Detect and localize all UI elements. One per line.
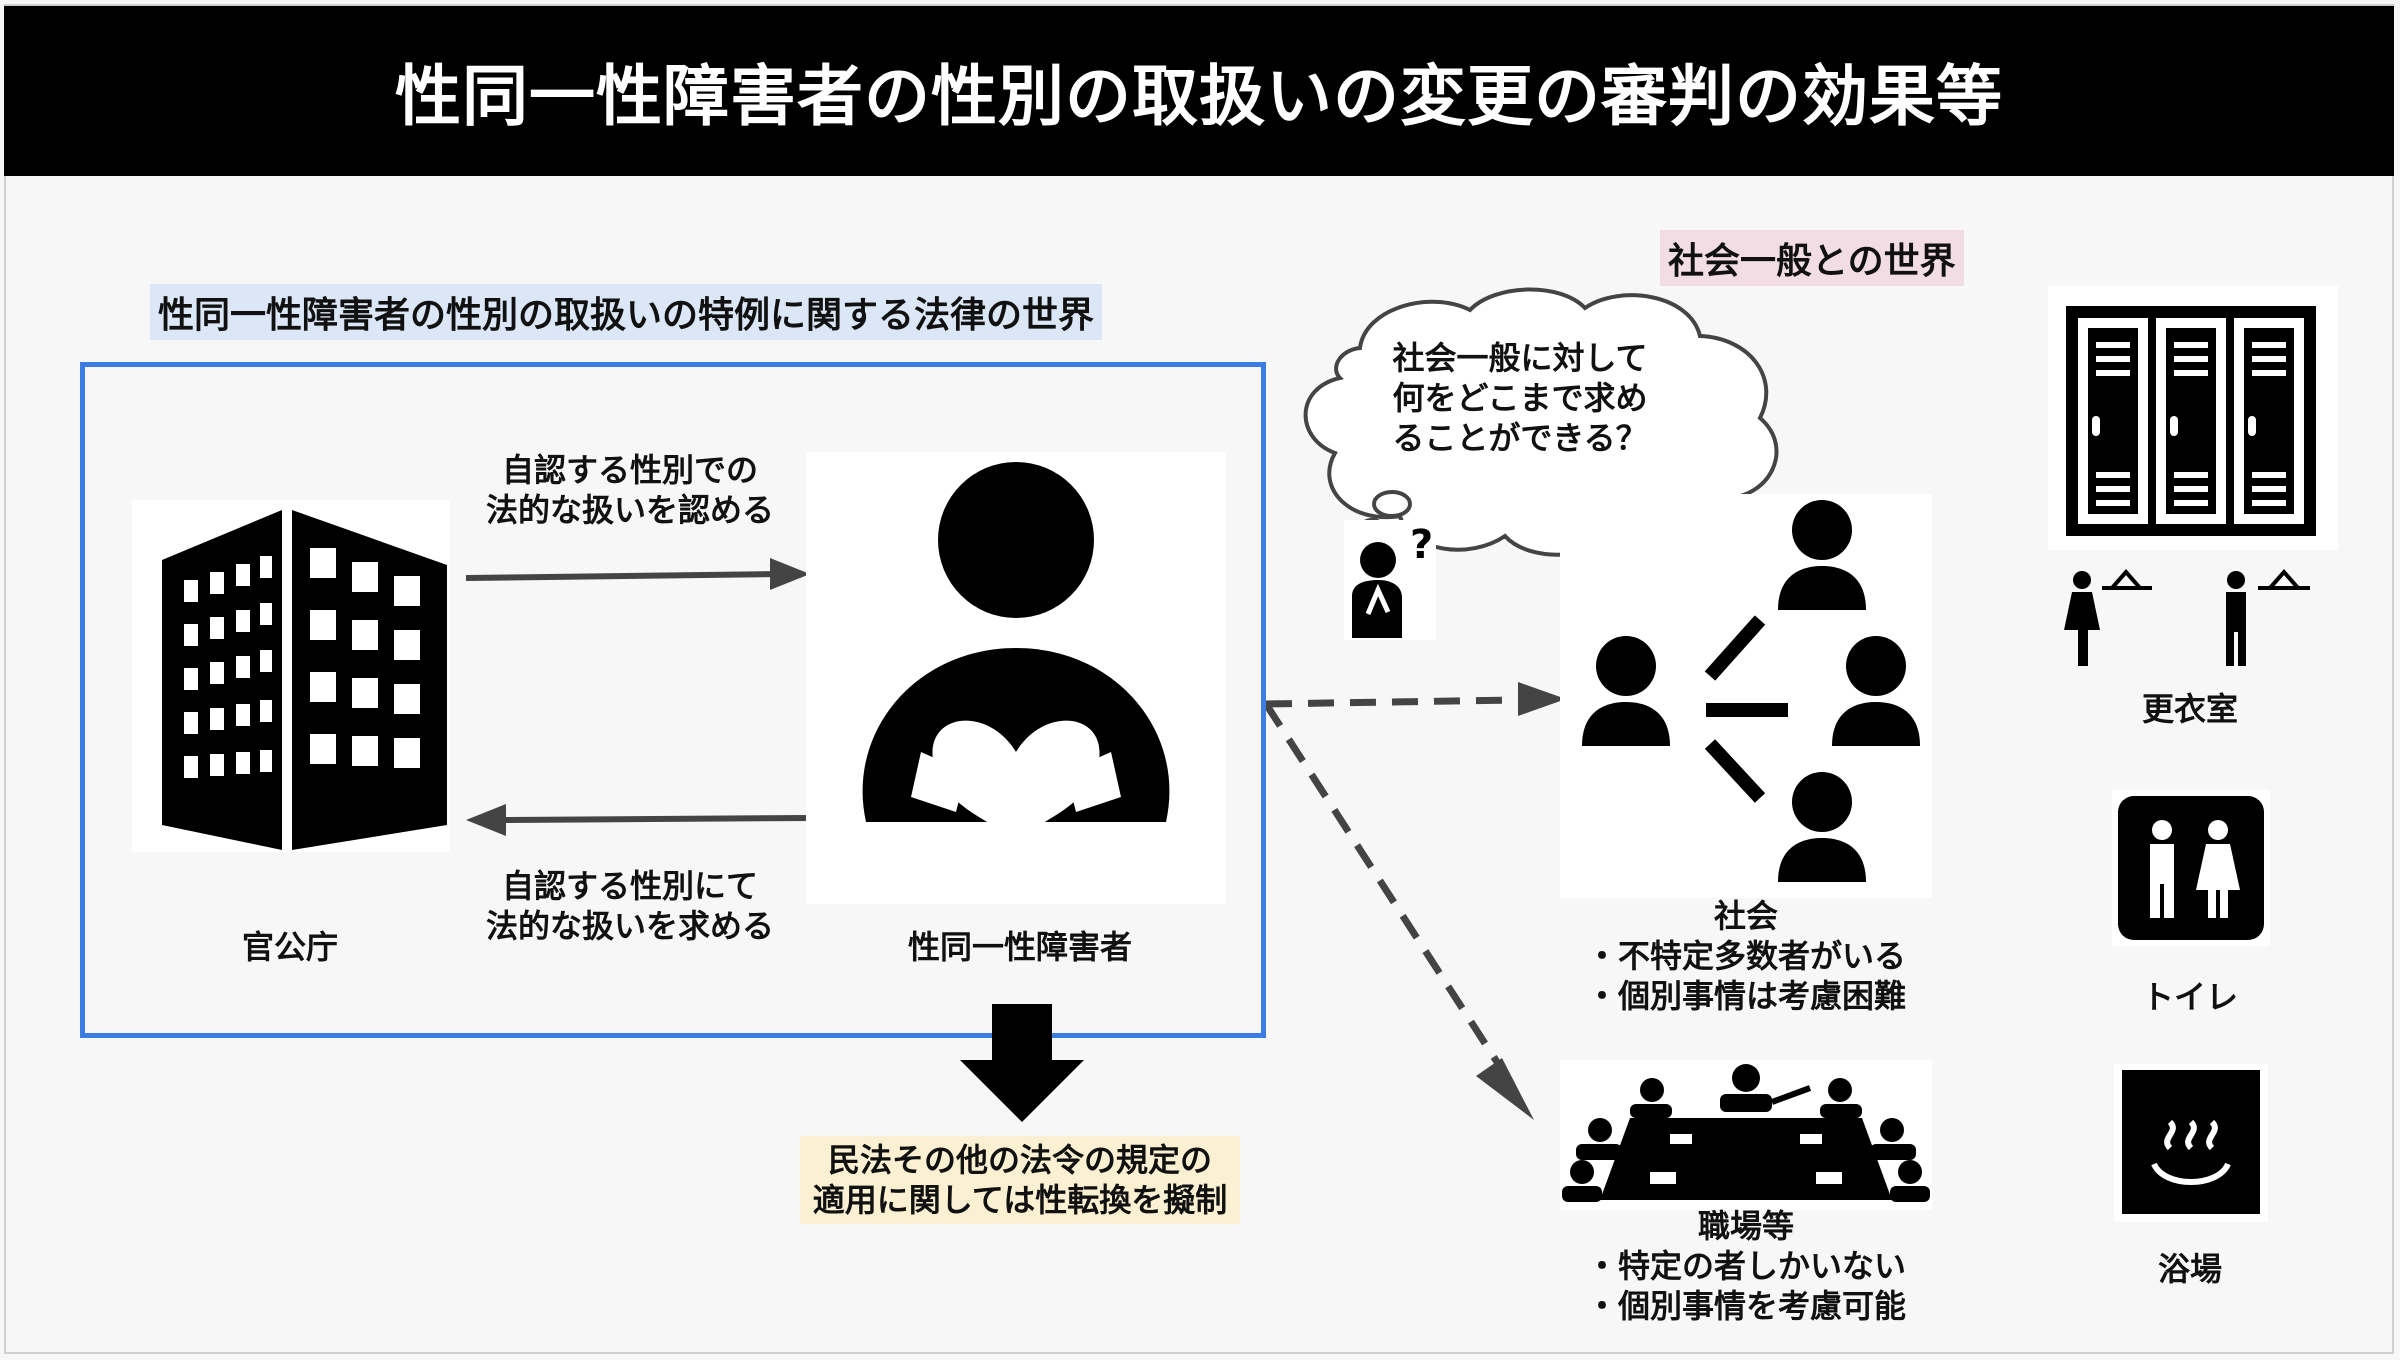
facility-label-locker: 更衣室 (2141, 690, 2238, 728)
civil-law-note-line: 民法その他の法令の規定の (827, 1141, 1212, 1179)
civil-law-note: 民法その他の法令の規定の 適用に関しては性転換を擬制 (800, 1136, 1240, 1224)
meeting-table-icon (1560, 1060, 1932, 1210)
person-heart-icon (806, 452, 1226, 904)
workplace-block: 職場等 ・特定の者しかいない ・個別事情を考慮可能 (1556, 1206, 1936, 1326)
society-point: ・個別事情は考慮困難 (1585, 977, 1906, 1015)
arrow-top-label-line: 法的な扱いを認める (485, 491, 774, 529)
person-label: 性同一性障害者 (907, 928, 1132, 966)
arrow-bottom-label-line: 法的な扱いを求める (485, 907, 774, 945)
page-title: 性同一性障害者の性別の取扱いの変更の審判の効果等 (395, 58, 2003, 135)
workplace-title: 職場等 (1697, 1207, 1794, 1245)
arrow-bottom-label-line: 自認する性別にて (501, 867, 758, 905)
society-network-icon (1560, 494, 1932, 898)
law-world-box (80, 362, 1266, 1038)
arrow-bottom-label: 自認する性別にて 法的な扱いを求める (460, 866, 800, 946)
society-point: ・不特定多数者がいる (1585, 937, 1906, 975)
workplace-point: ・特定の者しかいない (1585, 1247, 1906, 1285)
slide-frame (4, 4, 2394, 1354)
society-title: 社会 (1713, 897, 1778, 935)
building-icon (132, 500, 450, 852)
arrow-top-label: 自認する性別での 法的な扱いを認める (460, 450, 800, 530)
society-block: 社会 ・不特定多数者がいる ・個別事情は考慮困難 (1556, 896, 1936, 1016)
title-bar: 性同一性障害者の性別の取扱いの変更の審判の効果等 (4, 6, 2394, 176)
dashed-arrows (1266, 682, 1566, 1120)
law-world-heading: 性同一性障害者の性別の取扱いの特例に関する法律の世界 (150, 284, 1103, 340)
thinking-person-icon: ? (1344, 520, 1436, 640)
agency-label: 官公庁 (241, 928, 338, 966)
law-arrows (465, 558, 811, 836)
thought-bubble-line: 何をどこまで求め (1392, 379, 1648, 417)
society-world-heading: 社会一般との世界 (1660, 230, 1964, 286)
facility-label-hot-spring: 浴場 (2157, 1250, 2222, 1288)
restroom-icon (2112, 790, 2270, 946)
thought-bubble-text: 社会一般に対して 何をどこまで求め ることができる？ (1340, 338, 1700, 458)
hot-spring-icon (2114, 1064, 2268, 1222)
arrow-top-label-line: 自認する性別での (501, 451, 758, 489)
workplace-point: ・個別事情を考慮可能 (1585, 1287, 1906, 1325)
svg-text:?: ? (1410, 522, 1433, 568)
facility-label-restroom: トイレ (2141, 978, 2238, 1016)
down-arrow-icon (960, 1004, 1084, 1122)
civil-law-note-line: 適用に関しては性転換を擬制 (812, 1181, 1228, 1219)
changing-people-icon (2064, 568, 2310, 666)
locker-room-icon (2048, 286, 2338, 550)
thought-bubble-line: ることができる？ (1392, 419, 1648, 457)
thought-bubble-line: 社会一般に対して (1392, 339, 1648, 377)
